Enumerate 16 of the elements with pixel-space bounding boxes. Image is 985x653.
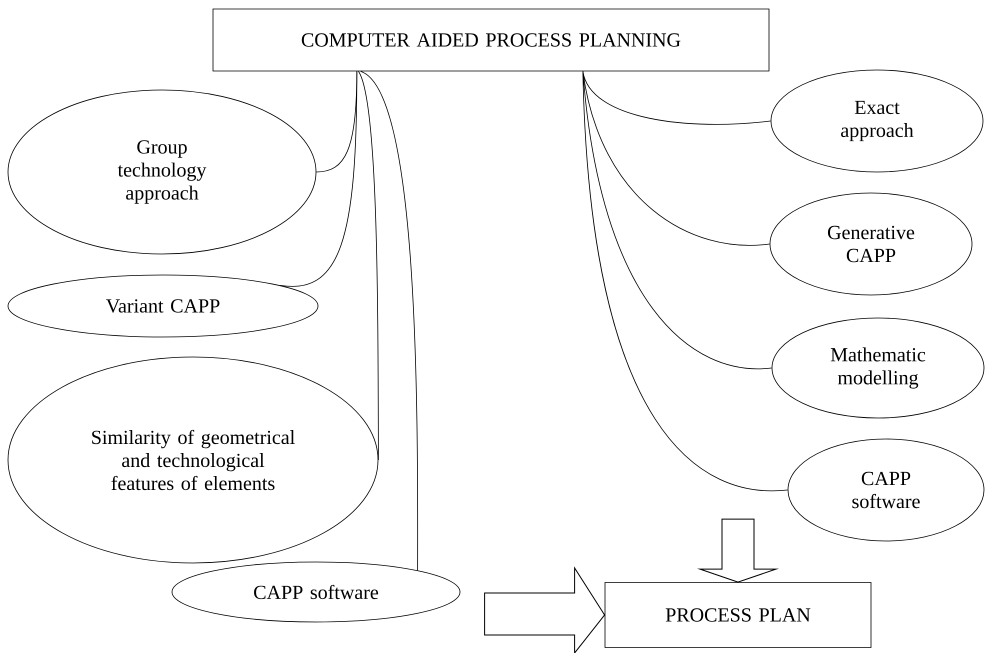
block-arrow <box>484 566 606 653</box>
ellipse-node: CAPP software <box>172 562 460 622</box>
ellipse-node: Exact approach <box>770 70 984 172</box>
connector-curve <box>582 71 771 125</box>
connector-curve <box>358 71 379 460</box>
rectangle-box: PROCESS PLAN <box>604 582 872 648</box>
ellipse-node: CAPP software <box>788 438 984 542</box>
ellipse-node: Generative CAPP <box>770 192 972 296</box>
connector-curve <box>280 71 358 287</box>
ellipse-node: Group technology approach <box>8 90 316 254</box>
ellipse-node: Similarity of geometrical and technological features of elements <box>8 356 378 564</box>
connector-curve <box>360 71 418 571</box>
ellipse-node: Mathematic modelling <box>772 318 984 418</box>
rectangle-box: COMPUTER AIDED PROCESS PLANNING <box>212 8 770 72</box>
ellipse-node: Variant CAPP <box>8 274 318 338</box>
connector-curve <box>582 71 788 492</box>
